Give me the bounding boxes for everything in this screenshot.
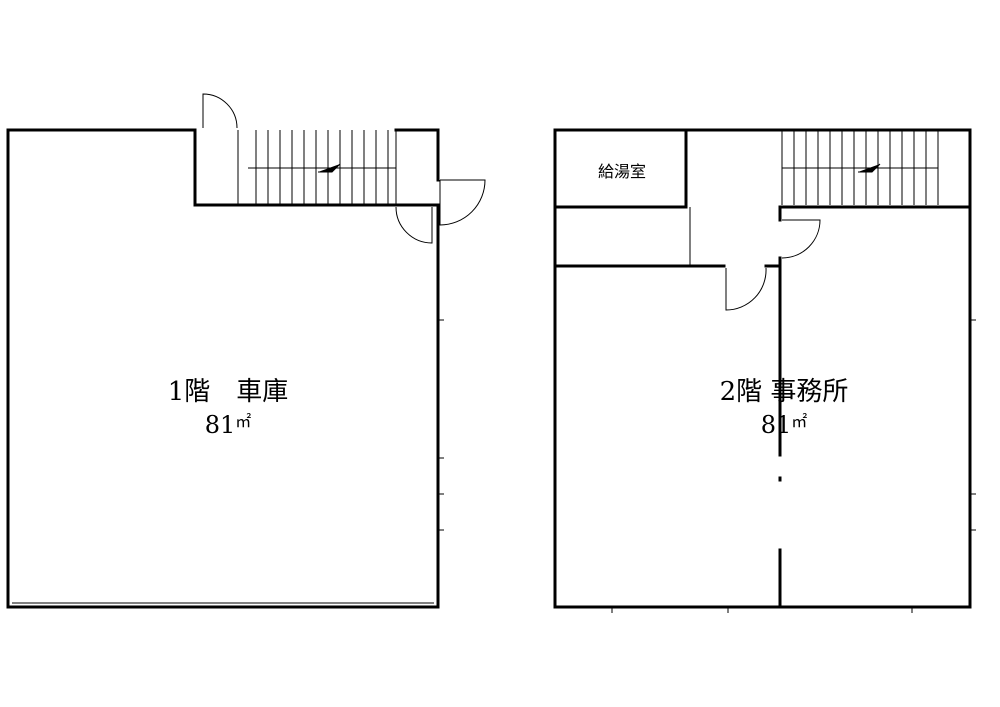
floor1-plan: 1階 車庫 81㎡ (6, 93, 486, 609)
floor2-title: 2階 事務所 (720, 377, 849, 407)
floor2-area: 81㎡ (761, 411, 808, 439)
floor1-area: 81㎡ (205, 411, 252, 439)
floor1-door-right (439, 179, 486, 226)
floor2-plan: 給湯室 2階 事務所 81㎡ (553, 128, 976, 613)
floor1-title: 1階 車庫 (168, 377, 289, 407)
floor2-kitchen-label: 給湯室 (598, 162, 646, 181)
floor1-door-inner (395, 206, 433, 244)
floor2-door-stair (781, 219, 821, 259)
floor1-stairs (248, 130, 396, 205)
floor2-stairs (781, 130, 939, 205)
floor1-door-top (202, 93, 238, 129)
floor2-door-office (725, 267, 767, 311)
